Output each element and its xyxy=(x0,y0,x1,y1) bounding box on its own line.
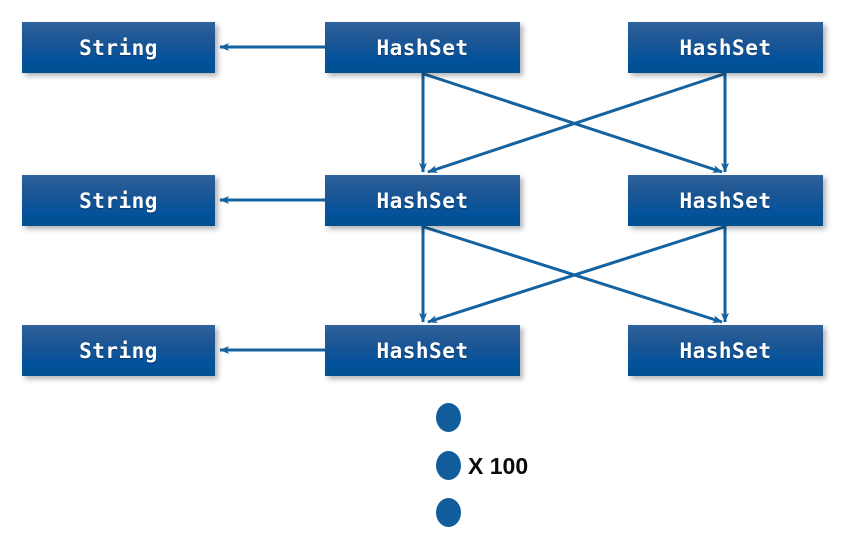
node-string-3[interactable]: String xyxy=(22,325,215,376)
node-hashset-2b[interactable]: HashSet xyxy=(628,175,823,226)
node-label: HashSet xyxy=(376,338,469,363)
edge-hashset-2b-to-hashset-3a xyxy=(427,225,725,324)
node-label: HashSet xyxy=(376,35,469,60)
node-hashset-1a[interactable]: HashSet xyxy=(325,22,520,73)
node-label: HashSet xyxy=(679,188,772,213)
ellipsis-dot-1 xyxy=(435,402,461,432)
node-hashset-1b[interactable]: HashSet xyxy=(628,22,823,73)
multiplier-label: X 100 xyxy=(468,453,529,479)
node-hashset-3b[interactable]: HashSet xyxy=(628,325,823,376)
node-label: String xyxy=(79,35,158,60)
node-label: HashSet xyxy=(679,338,772,363)
ellipsis-dot-2 xyxy=(435,450,461,480)
ellipsis-dot-3 xyxy=(435,497,461,527)
edge-hashset-1b-to-hashset-2a xyxy=(427,72,725,174)
node-string-1[interactable]: String xyxy=(22,22,215,73)
node-string-2[interactable]: String xyxy=(22,175,215,226)
edge-hashset-2a-to-hashset-3b xyxy=(423,225,723,324)
node-hashset-2a[interactable]: HashSet xyxy=(325,175,520,226)
node-label: String xyxy=(79,188,158,213)
edge-hashset-1a-to-hashset-2b xyxy=(423,72,723,174)
node-label: String xyxy=(79,338,158,363)
node-label: HashSet xyxy=(679,35,772,60)
node-hashset-3a[interactable]: HashSet xyxy=(325,325,520,376)
node-label: HashSet xyxy=(376,188,469,213)
